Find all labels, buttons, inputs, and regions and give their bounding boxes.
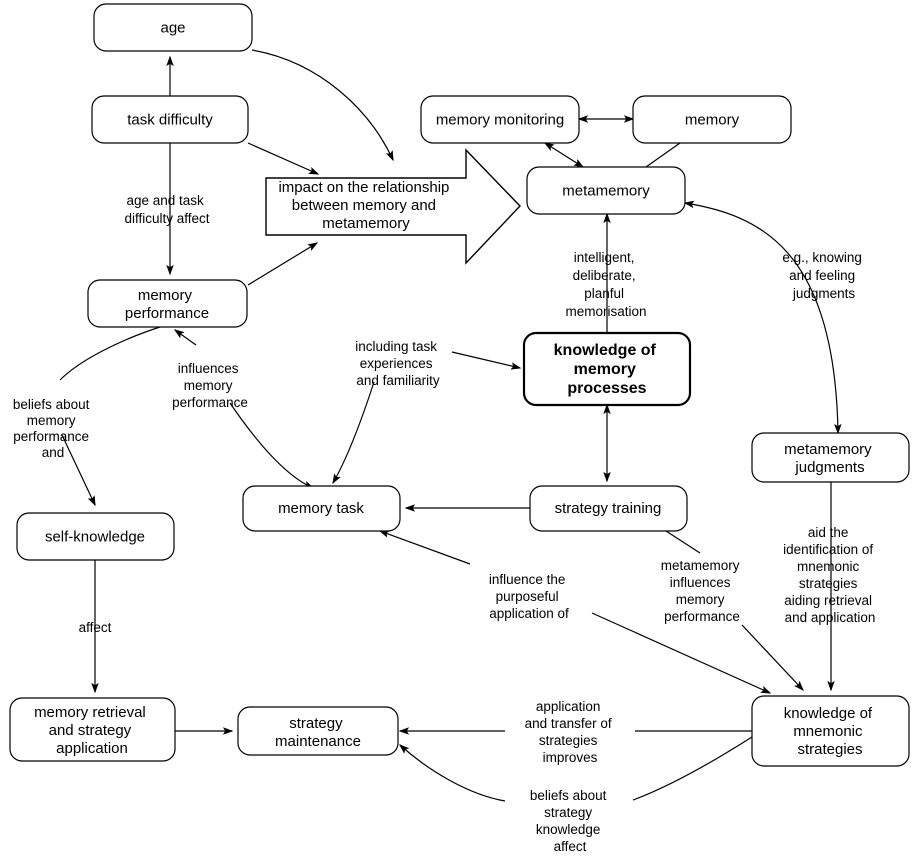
edge-label-metamemory-influences-memory-performance: metamemory influences memory performance <box>661 558 744 624</box>
node-strategy-training-box[interactable] <box>529 485 688 532</box>
node-strategy-training[interactable]: strategy training <box>529 485 688 532</box>
edge-label-affect: affect <box>79 620 112 635</box>
edge-task-difficulty-to-impact <box>247 142 320 175</box>
node-task-difficulty-label: task difficulty <box>127 111 213 128</box>
node-metamemory-box[interactable] <box>526 166 686 215</box>
node-strategy-training-label: strategy training <box>555 500 662 517</box>
node-memory-box[interactable] <box>632 95 792 144</box>
node-memory-retrieval-and-strategy-application-box[interactable] <box>9 697 176 762</box>
edge-age-to-impact <box>251 49 394 162</box>
edge-influence-purposeful-tail <box>591 612 772 694</box>
node-metamemory-judgments-box[interactable] <box>751 432 910 483</box>
node-knowledge-of-mnemonic-strategies-box[interactable] <box>751 695 910 767</box>
node-memory-retrieval-and-strategy-application-label: memory retrieval and strategy applicatio… <box>34 704 150 757</box>
block-arrow-shape <box>265 148 521 265</box>
node-knowledge-of-mnemonic-strategies[interactable]: knowledge of mnemonic strategies <box>751 695 910 767</box>
node-self-knowledge-label: self-knowledge <box>45 528 145 545</box>
node-self-knowledge-box[interactable] <box>16 512 175 561</box>
edge-influences-memory-performance-head <box>173 329 197 346</box>
node-memory-monitoring-box[interactable] <box>420 95 580 144</box>
node-strategy-maintenance-box[interactable] <box>237 706 399 756</box>
edge-label-eg-knowing-and-feeling-judgments: e.g., knowing and feeling judgments <box>782 250 865 301</box>
node-memory-performance-label: memory performance <box>125 287 209 322</box>
node-memory-task-box[interactable] <box>242 485 401 532</box>
node-knowledge-of-mnemonic-strategies-label: knowledge of mnemonic strategies <box>784 705 877 758</box>
node-strategy-maintenance[interactable]: strategy maintenance <box>237 706 399 756</box>
node-task-difficulty[interactable]: task difficulty <box>91 95 249 144</box>
node-age-label: age <box>160 19 185 36</box>
edge-metamemory-influences-to-knowledge-mnemonic <box>741 624 804 692</box>
node-memory-performance[interactable]: memory performance <box>87 279 248 328</box>
edge-beliefs-to-self-knowledge <box>61 434 96 507</box>
block-arrow-label: impact on the relationship between memor… <box>278 179 453 232</box>
node-layer: age task difficulty memory monitoring me… <box>9 3 910 767</box>
node-metamemory[interactable]: metamemory <box>526 166 686 215</box>
edge-label-aid-the-identification-of-mnemonic-strategies: aid the identification of mnemonic strat… <box>783 525 877 625</box>
node-metamemory-judgments-label: metamemory judgments <box>784 441 876 476</box>
edge-influence-purposeful-head <box>378 530 471 565</box>
edge-strategy-training-label-seg <box>665 530 701 554</box>
edge-including-task-to-memory-task <box>332 381 375 485</box>
node-age[interactable]: age <box>93 3 253 52</box>
node-metamemory-label: metamemory <box>562 182 650 199</box>
edge-label-beliefs-about-strategy-knowledge-affect: beliefs about strategy knowledge affect <box>530 788 610 854</box>
node-age-box[interactable] <box>93 3 253 52</box>
edge-label-influences-memory-performance: influences memory performance <box>172 361 248 410</box>
node-task-difficulty-box[interactable] <box>91 95 249 144</box>
node-knowledge-of-memory-processes[interactable]: knowledge of memory processes <box>522 331 692 407</box>
node-knowledge-of-memory-processes-box[interactable] <box>522 331 692 407</box>
node-memory-monitoring[interactable]: memory monitoring <box>420 95 580 144</box>
edge-beliefs-strategy-right-seg <box>632 736 753 801</box>
edge-layer <box>59 49 842 802</box>
node-memory-retrieval-and-strategy-application[interactable]: memory retrieval and strategy applicatio… <box>9 697 176 762</box>
node-memory-monitoring-label: memory monitoring <box>436 111 564 128</box>
edge-including-task-to-knowledge-memory-processes <box>451 351 522 370</box>
edge-label-including-task-experiences-and-familiarity: including task experiences and familiari… <box>355 339 441 388</box>
edge-label-age-and-task-difficulty-affect: age and task difficulty affect <box>124 193 209 226</box>
node-memory-performance-box[interactable] <box>87 279 248 328</box>
node-memory-task-label: memory task <box>278 500 364 517</box>
edge-memory-metamemory <box>636 134 690 176</box>
edge-label-intelligent-deliberate-planful-memorisation: intelligent, deliberate, planful memoris… <box>565 250 646 319</box>
edge-label-beliefs-about-memory-performance-and: beliefs about memory performance and <box>13 397 93 460</box>
edge-metamemory-to-metamemory-judgments <box>683 200 842 435</box>
edge-memory-performance-beliefs-seg <box>59 326 161 381</box>
node-memory[interactable]: memory <box>632 95 792 144</box>
edge-beliefs-strategy-left-seg <box>398 744 506 802</box>
edge-memory-monitoring-metamemory <box>543 142 585 168</box>
edge-memory-performance-to-impact <box>247 242 319 286</box>
edge-label-influence-the-purposeful-application-of: influence the purposeful application of <box>489 572 569 621</box>
node-memory-task[interactable]: memory task <box>242 485 401 532</box>
edge-label-layer: age and task difficulty affect intellige… <box>13 193 877 854</box>
node-self-knowledge[interactable]: self-knowledge <box>16 512 175 561</box>
node-strategy-maintenance-label: strategy maintenance <box>275 715 361 750</box>
edge-label-application-and-transfer-of-strategies-improves: application and transfer of strategies i… <box>525 699 616 765</box>
impact-block-arrow: impact on the relationship between memor… <box>265 148 521 265</box>
edge-influences-memory-performance-tail <box>229 402 315 489</box>
node-memory-label: memory <box>685 111 740 128</box>
node-metamemory-judgments[interactable]: metamemory judgments <box>751 432 910 483</box>
node-knowledge-of-memory-processes-label: knowledge of memory processes <box>554 342 661 397</box>
